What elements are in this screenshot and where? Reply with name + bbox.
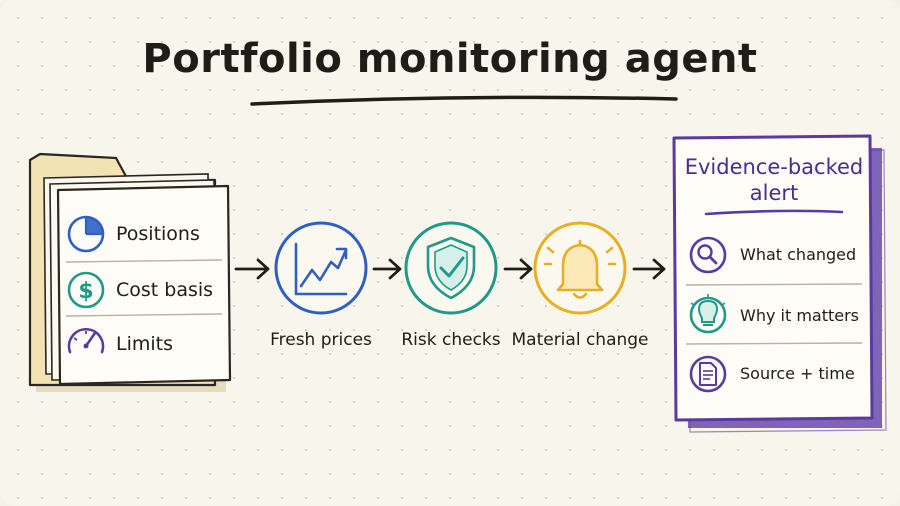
stage-label-material-change: Material change (511, 330, 649, 350)
lightbulb-icon (689, 294, 727, 334)
shield-check-icon (426, 236, 476, 300)
document-icon (689, 355, 727, 393)
folder-front-card (56, 184, 232, 386)
alert-item-source-time: Source + time (740, 364, 855, 383)
stage-label-risk-checks: Risk checks (401, 330, 501, 350)
alert-card (672, 134, 887, 433)
fresh-prices-node (274, 221, 368, 315)
flow-arrow (503, 258, 533, 280)
gauge-icon (67, 328, 105, 354)
svg-text:$: $ (78, 279, 93, 304)
flow-arrow (234, 258, 270, 280)
title-underline (250, 95, 678, 106)
flow-arrow (372, 258, 402, 280)
alert-title: Evidence-backed alert (684, 154, 864, 206)
flow-arrow (632, 258, 666, 280)
stage-label-fresh-prices: Fresh prices (270, 330, 372, 350)
alert-item-what-changed: What changed (740, 245, 857, 264)
alert-item-why-it-matters: Why it matters (740, 306, 860, 325)
bell-icon (543, 239, 617, 299)
page-title: Portfolio monitoring agent (142, 36, 758, 82)
alert-title-line-2: alert (749, 181, 799, 205)
input-folder (28, 152, 232, 392)
trend-chart-icon (294, 242, 348, 296)
dollar-icon: $ (67, 271, 105, 309)
input-label-positions: Positions (116, 223, 200, 245)
magnifier-icon (689, 236, 727, 274)
pie-chart-icon (67, 215, 105, 253)
alert-title-line-1: Evidence-backed (684, 155, 864, 179)
input-label-cost-basis: Cost basis (116, 279, 214, 301)
material-change-node (533, 221, 627, 315)
alert-card-front (672, 134, 874, 422)
risk-checks-node (404, 221, 498, 315)
input-label-limits: Limits (116, 333, 173, 355)
